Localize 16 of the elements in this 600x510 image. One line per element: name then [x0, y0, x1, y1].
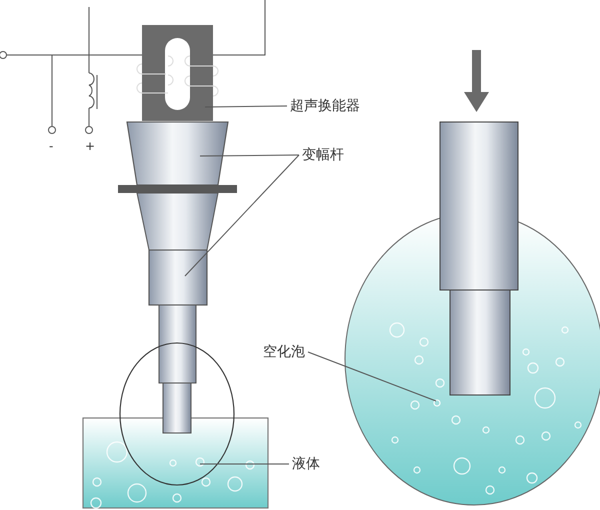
part-label: 超声换能器 [290, 98, 360, 114]
horn-section [126, 121, 229, 186]
leader-line [308, 352, 436, 402]
zoom-ellipse [119, 342, 235, 486]
part-label: 变幅杆 [302, 147, 344, 163]
leader-line [184, 154, 300, 276]
liquid-tank [82, 417, 269, 509]
part-label: 液体 [292, 456, 320, 472]
transducer-drawing [136, 25, 218, 121]
part-label: 空化泡 [263, 344, 305, 360]
cavitation-bubble [433, 399, 441, 407]
horn-section [148, 249, 208, 306]
leader-line [200, 154, 300, 156]
leader-line [204, 106, 288, 108]
polarity-label: - [49, 138, 54, 154]
polarity-label: + [85, 138, 96, 154]
